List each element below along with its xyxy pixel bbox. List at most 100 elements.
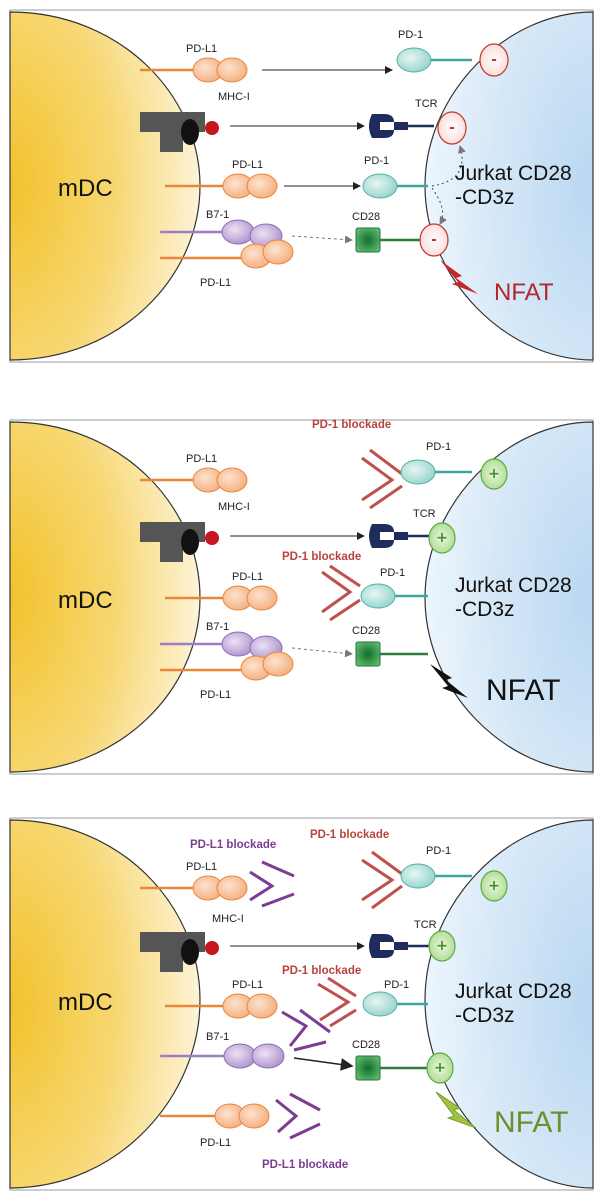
binding-arrow bbox=[293, 1057, 354, 1071]
antigen-icon bbox=[205, 941, 219, 955]
pdl1-blockade-label: PD-L1 blockade bbox=[190, 839, 276, 851]
weak-binding-arrow bbox=[291, 647, 353, 658]
activation-sign bbox=[428, 522, 456, 554]
b71-label: B7-1 bbox=[206, 1031, 229, 1043]
pdl1-antibody-icon bbox=[281, 1008, 331, 1052]
antigen-icon bbox=[205, 531, 219, 545]
pdl1-label: PD-L1 bbox=[186, 861, 217, 873]
nfat-label: NFAT bbox=[494, 279, 554, 306]
pd1-blockade-label: PD-1 blockade bbox=[282, 965, 361, 977]
cd28-receptor bbox=[355, 1055, 381, 1081]
b71-label: B7-1 bbox=[206, 621, 229, 633]
mhc-label: MHC-I bbox=[212, 913, 244, 925]
activation-sign bbox=[426, 1052, 454, 1084]
lightning-icon bbox=[435, 1091, 477, 1129]
sign-text: + bbox=[434, 1060, 446, 1076]
panel-pd1-blockade: mDC Jurkat CD28 -CD3z PD-L1 PD-1 blockad… bbox=[9, 419, 594, 775]
inhibition-sign bbox=[479, 43, 509, 77]
pd1-antibody-icon bbox=[317, 976, 357, 1028]
jurkat-label-line1: Jurkat CD28 bbox=[455, 162, 572, 185]
pdl1-molecule bbox=[216, 875, 248, 901]
pdl1-blockade-label: PD-L1 blockade bbox=[262, 1159, 348, 1171]
inhibition-sign bbox=[419, 223, 449, 257]
tcr-label: TCR bbox=[414, 919, 437, 931]
pd1-receptor bbox=[360, 583, 396, 609]
panel-dual-blockade: mDC Jurkat CD28 -CD3z PD-L1 blockade PD-… bbox=[9, 817, 594, 1191]
cd28-label: CD28 bbox=[352, 211, 380, 223]
weak-binding-arrow bbox=[291, 235, 353, 244]
cd28-receptor bbox=[355, 641, 381, 667]
pdl1-molecule bbox=[246, 993, 278, 1019]
sign-text: - bbox=[449, 120, 455, 136]
pdl1-label: PD-L1 bbox=[232, 159, 263, 171]
pd1-receptor bbox=[396, 47, 432, 73]
mhc-peptide bbox=[181, 119, 199, 145]
lightning-icon bbox=[440, 260, 478, 294]
pd1-receptor bbox=[362, 173, 398, 199]
nfat-label: NFAT bbox=[486, 674, 560, 707]
pdl1-label: PD-L1 bbox=[232, 571, 263, 583]
pdl1-antibody-icon bbox=[275, 1092, 321, 1140]
mhc-label: MHC-I bbox=[218, 91, 250, 103]
pd1-label: PD-1 bbox=[426, 845, 451, 857]
jurkat-cell bbox=[424, 819, 594, 1189]
cd28-label: CD28 bbox=[352, 625, 380, 637]
pd1-blockade-label: PD-1 blockade bbox=[310, 829, 389, 841]
pd1-antibody-icon bbox=[361, 850, 403, 910]
pdl1-molecule bbox=[246, 585, 278, 611]
pdl1-antibody-icon bbox=[249, 860, 295, 908]
panel-baseline: mDC Jurkat CD28 -CD3z PD-L1 PD-1 MHC-I T… bbox=[9, 9, 594, 363]
pd1-receptor bbox=[400, 863, 436, 889]
mhc-peptide bbox=[181, 939, 199, 965]
jurkat-label-line2: -CD3z bbox=[455, 186, 515, 209]
sign-text: - bbox=[491, 52, 497, 68]
signaling-arrow bbox=[431, 187, 447, 225]
pdl1-molecule bbox=[216, 467, 248, 493]
nfat-label: NFAT bbox=[494, 1106, 568, 1139]
tcr-label: TCR bbox=[415, 98, 438, 110]
pd1-receptor bbox=[362, 991, 398, 1017]
pdl1-molecule bbox=[216, 57, 248, 83]
activation-sign bbox=[480, 870, 508, 902]
b71-molecule bbox=[251, 1043, 285, 1069]
b71-label: B7-1 bbox=[206, 209, 229, 221]
pdl1-label: PD-L1 bbox=[186, 43, 217, 55]
signaling-arrow bbox=[431, 145, 466, 187]
pd1-blockade-label: PD-1 blockade bbox=[312, 419, 391, 431]
mhc-peptide bbox=[181, 529, 199, 555]
sign-text: + bbox=[436, 938, 448, 954]
pd1-label: PD-1 bbox=[426, 441, 451, 453]
pdl1-label: PD-L1 bbox=[200, 1137, 231, 1149]
jurkat-label-line2: -CD3z bbox=[455, 598, 515, 621]
sign-text: + bbox=[436, 530, 448, 546]
pd1-receptor bbox=[400, 459, 436, 485]
pdl1-label: PD-L1 bbox=[200, 689, 231, 701]
tcr-label: TCR bbox=[413, 508, 436, 520]
pdl1-molecule bbox=[246, 173, 278, 199]
cd28-label: CD28 bbox=[352, 1039, 380, 1051]
jurkat-label-line2: -CD3z bbox=[455, 1004, 515, 1027]
mdc-label: mDC bbox=[58, 989, 113, 1016]
pd1-label: PD-1 bbox=[380, 567, 405, 579]
pdl1-molecule bbox=[262, 239, 294, 265]
pd1-blockade-label: PD-1 blockade bbox=[282, 551, 361, 563]
jurkat-label-line1: Jurkat CD28 bbox=[455, 980, 572, 1003]
jurkat-cell bbox=[424, 421, 594, 773]
pd1-antibody-icon bbox=[321, 564, 361, 622]
b71-molecule bbox=[223, 1043, 257, 1069]
cd28-receptor bbox=[355, 227, 381, 253]
pd1-label: PD-1 bbox=[384, 979, 409, 991]
pd1-label: PD-1 bbox=[364, 155, 389, 167]
antigen-icon bbox=[205, 121, 219, 135]
mdc-cell bbox=[9, 819, 201, 1189]
mdc-label: mDC bbox=[58, 587, 113, 614]
jurkat-label-line1: Jurkat CD28 bbox=[455, 574, 572, 597]
pdl1-label: PD-L1 bbox=[232, 979, 263, 991]
pd1-antibody-icon bbox=[361, 448, 403, 510]
lightning-icon bbox=[430, 664, 468, 698]
pd1-label: PD-1 bbox=[398, 29, 423, 41]
b71-molecule bbox=[221, 631, 255, 657]
pdl1-label: PD-L1 bbox=[186, 453, 217, 465]
inhibition-sign bbox=[437, 111, 467, 145]
